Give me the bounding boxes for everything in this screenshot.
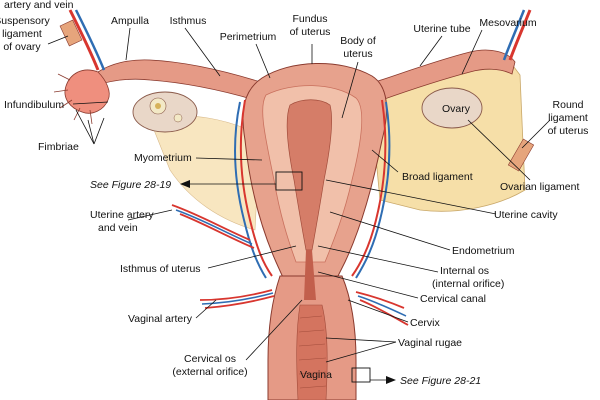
label-infundibulum: Infundibulum	[4, 99, 64, 111]
uterine-artery-left	[239, 99, 273, 277]
leader-myometrium	[195, 157, 263, 161]
right-ovary-shape	[421, 87, 483, 129]
arrow-see-figure-top	[180, 180, 190, 188]
label-mesovarium: Mesovarium	[479, 17, 536, 29]
left-ovary-shape	[132, 91, 198, 133]
label-round-2: ligament	[548, 112, 588, 124]
vessel-branches-left	[171, 204, 275, 309]
label-vaginal-artery: Vaginal artery	[128, 313, 193, 325]
uterine-vein-left	[234, 101, 267, 279]
label-uterine-artery-1: Uterine artery	[90, 209, 154, 221]
label-cervix: Cervix	[410, 317, 441, 329]
label-perimetrium: Perimetrium	[220, 31, 277, 43]
leader-uterine-cavity	[325, 179, 497, 215]
label-internal-os-1: Internal os	[440, 265, 489, 277]
label-cervical-os-1: Cervical os	[184, 353, 236, 365]
suspensory-vein-right	[502, 9, 526, 61]
leader-cervical-os	[245, 299, 303, 361]
label-uterine-artery-2: and vein	[98, 222, 138, 234]
label-suspensory-2: ligament	[2, 28, 42, 40]
label-round-1: Round	[553, 99, 584, 111]
leader-internal-os	[317, 245, 439, 273]
label-artery-and-vein: artery and vein	[4, 0, 74, 11]
labels: artery and vein Suspensory ligament of o…	[0, 0, 588, 387]
vessel-branches-left-veins	[175, 209, 274, 305]
label-cervical-canal: Cervical canal	[420, 293, 486, 305]
suspensory-vessels-right	[508, 9, 532, 61]
leader-round	[521, 119, 551, 149]
fimbriae-fringe	[53, 73, 93, 125]
suspensory-vessels-left	[68, 9, 100, 71]
label-vagina: Vagina	[300, 369, 332, 381]
cervical-canal-shape	[304, 250, 316, 300]
leader-endometrium	[329, 211, 451, 251]
leader-infundibulum	[72, 101, 109, 105]
leader-vaginal-artery	[195, 299, 217, 319]
leader-ovarian	[467, 119, 531, 181]
leader-rugae-1	[325, 337, 397, 343]
arrow-see-figure-bottom	[386, 376, 396, 384]
label-isthmus: Isthmus	[170, 15, 207, 27]
suspensory-vein-left	[74, 9, 106, 71]
leader-perimetrium	[255, 43, 271, 79]
leader-mesovarium	[461, 29, 483, 75]
follicle-core	[155, 103, 161, 109]
rugae-lines	[298, 315, 327, 389]
label-see-figure-bottom: See Figure 28-21	[400, 375, 481, 387]
leader-broad	[371, 149, 399, 173]
follicle-small	[173, 113, 183, 123]
leader-uterine-tube	[419, 35, 443, 67]
see-figure-box-top	[275, 171, 303, 191]
label-uterine-cavity: Uterine cavity	[494, 209, 558, 221]
label-uterine-tube: Uterine tube	[413, 23, 470, 35]
vessel-branches-right-veins	[357, 295, 407, 317]
label-cervical-os-2: (external orifice)	[172, 366, 247, 378]
label-body-2: uterus	[343, 48, 372, 60]
leader-cervical-canal	[317, 271, 419, 299]
leader-fimbriae-1	[75, 109, 95, 145]
label-ovary: Ovary	[442, 103, 471, 115]
label-body-1: Body of	[340, 35, 376, 47]
label-fundus-1: Fundus	[292, 13, 327, 25]
label-suspensory-3: of ovary	[3, 41, 41, 53]
label-see-figure-top: See Figure 28-19	[90, 179, 171, 191]
anatomy-illustration	[53, 9, 535, 400]
leader-isthmus-uterus	[207, 245, 297, 269]
label-isthmus-of-uterus: Isthmus of uterus	[120, 263, 201, 275]
see-figure-box-bottom	[351, 367, 371, 383]
leader-lines	[47, 27, 551, 384]
leader-fimbriae-2	[87, 119, 95, 145]
uterine-tube-right	[349, 49, 516, 111]
label-round-3: of uterus	[548, 125, 589, 137]
leader-suspensory	[47, 35, 69, 45]
leader-ampulla	[125, 27, 131, 61]
leader-uterine-artery	[127, 209, 173, 221]
label-myometrium: Myometrium	[134, 152, 192, 164]
label-internal-os-2: (internal orifice)	[432, 278, 504, 290]
leader-rugae-2	[325, 341, 397, 363]
label-fundus-2: of uterus	[290, 26, 331, 38]
label-vaginal-rugae: Vaginal rugae	[398, 337, 462, 349]
label-suspensory-1: Suspensory	[0, 15, 50, 27]
leader-cervix	[347, 299, 409, 323]
vessel-branches-right	[355, 291, 409, 326]
vaginal-rugae-shape	[296, 304, 328, 400]
suspensory-stump-left	[59, 19, 83, 47]
leader-isthmus	[184, 27, 221, 77]
uterine-vein-right	[355, 101, 391, 279]
label-endometrium: Endometrium	[452, 245, 515, 257]
label-ampulla: Ampulla	[111, 15, 149, 27]
leader-body	[341, 61, 359, 119]
label-ovarian-ligament: Ovarian ligament	[500, 181, 579, 193]
leader-fimbriae-3	[93, 117, 105, 145]
label-broad-ligament: Broad ligament	[402, 171, 473, 183]
uterine-artery-right	[351, 99, 387, 277]
label-fimbriae: Fimbriae	[38, 141, 79, 153]
